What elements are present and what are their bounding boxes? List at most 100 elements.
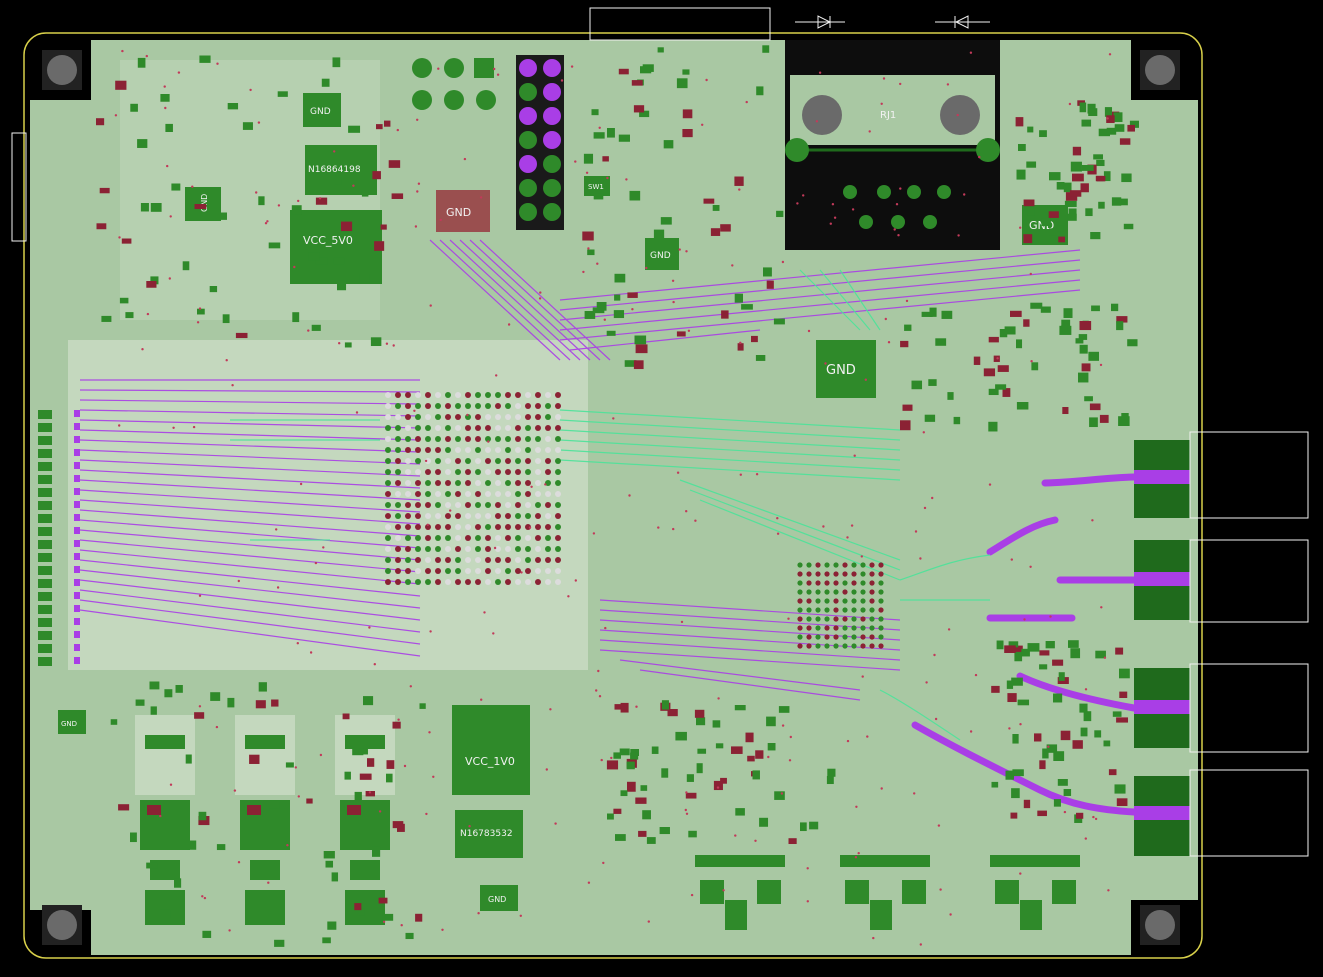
via [687, 329, 691, 332]
smd-pad [921, 311, 933, 317]
fpga-bga-footprint [385, 392, 561, 585]
via [872, 936, 875, 940]
regulator-pad-area [135, 715, 195, 795]
pad-row [990, 855, 1080, 867]
bga-ball [842, 616, 848, 622]
bga-ball [395, 403, 401, 409]
smd-pad [1095, 650, 1106, 659]
smd-pad [1012, 645, 1023, 653]
smd-pad [1045, 641, 1055, 649]
bga-ball [555, 469, 561, 475]
bga-ball [833, 580, 839, 586]
ic-gnd-top: GND [303, 93, 341, 127]
bga-ball [878, 634, 884, 640]
via [409, 685, 412, 688]
smd-pad [1098, 128, 1110, 137]
bga-ball [824, 571, 830, 577]
header-pad [74, 436, 80, 443]
smd-pad [146, 281, 157, 288]
bga-ball [555, 403, 561, 409]
smd-pad [1062, 407, 1069, 415]
smd-pad [110, 719, 118, 725]
bga-ball [445, 392, 451, 398]
smd-pad [115, 80, 127, 90]
bga-ball [505, 480, 511, 486]
header-pad [74, 449, 80, 456]
via [266, 220, 269, 223]
smd-pad [1049, 228, 1061, 236]
smd-pad [755, 355, 766, 361]
smd-pad [268, 242, 281, 249]
bga-ball [405, 491, 411, 497]
smd-pad [1079, 102, 1087, 113]
bga-ball [445, 513, 451, 519]
smd-pad [1118, 198, 1128, 206]
via [739, 341, 742, 344]
smd-pad [651, 746, 659, 754]
smd-pad [582, 231, 594, 241]
via [570, 65, 574, 68]
regulator-pad-area [235, 715, 295, 795]
bga-ball [525, 579, 531, 585]
smd-pad [710, 228, 721, 236]
jumper-holes [412, 58, 496, 110]
via [1100, 606, 1103, 609]
smd-pad [1023, 799, 1031, 809]
smd-pad [902, 404, 913, 411]
smd-pad [1114, 124, 1125, 132]
bga-ball [395, 480, 401, 486]
via [857, 852, 860, 855]
bga-ball [869, 598, 875, 604]
bga-ball [495, 414, 501, 420]
smd-pad [751, 335, 758, 343]
bga-ball [435, 491, 441, 497]
smd-pad [1068, 208, 1077, 219]
via [495, 374, 498, 377]
bga-ball [797, 616, 803, 622]
via [822, 525, 825, 528]
via [294, 766, 297, 769]
via [426, 523, 429, 526]
via [141, 348, 144, 351]
bga-ball [535, 469, 541, 475]
rj45-connector: RJ1 [785, 40, 1000, 250]
bga-ball [385, 557, 391, 563]
smd-pad [1039, 650, 1050, 656]
bga-ball [465, 425, 471, 431]
bga-ball [405, 546, 411, 552]
bga-ball [860, 643, 866, 649]
via [322, 546, 325, 549]
smd-pad [747, 755, 755, 762]
smd-pad [96, 223, 107, 230]
smd-pad [358, 748, 368, 755]
gnd-label: GND [446, 206, 471, 219]
via [368, 791, 372, 794]
bga-ball [445, 524, 451, 530]
smd-pad [1052, 659, 1064, 666]
sma-connector-3 [1134, 663, 1309, 753]
via [1107, 889, 1110, 892]
smd-pad [741, 304, 753, 310]
bga-ball [515, 568, 521, 574]
smd-pad [1080, 183, 1089, 193]
bga-ball [842, 589, 848, 595]
smd-pad [615, 834, 626, 841]
bga-ball [545, 568, 551, 574]
via [690, 893, 694, 897]
bga-ball [842, 562, 848, 568]
via [493, 546, 497, 550]
bga-ball [535, 513, 541, 519]
smd-pad [1053, 693, 1063, 703]
smd-pad [1021, 648, 1030, 657]
bga-ball [415, 502, 421, 508]
bga-ball [860, 616, 866, 622]
bga-ball [475, 458, 481, 464]
via [466, 413, 469, 417]
bga-ball [515, 535, 521, 541]
smd-pad [315, 197, 328, 205]
bga-ball [435, 447, 441, 453]
smd-pad [766, 716, 776, 727]
smd-pad [646, 837, 656, 844]
via [118, 236, 121, 239]
